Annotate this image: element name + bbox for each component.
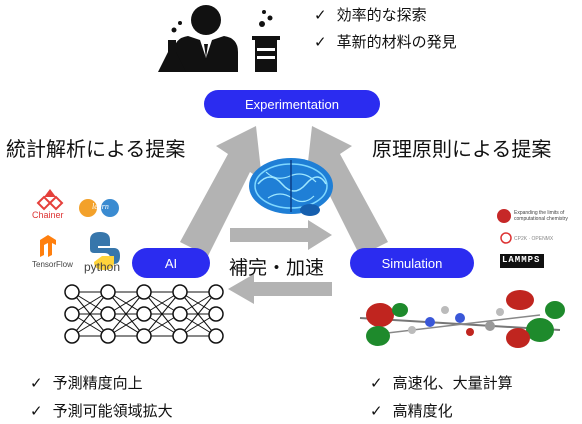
nn-node-0-2	[64, 328, 80, 344]
nn-node-3-0	[172, 284, 188, 300]
beaker-icon	[252, 10, 280, 72]
research-logo-2: CP2K · OPENMX	[500, 232, 554, 244]
center-edge-label: 補完・加速	[229, 257, 325, 279]
lammps-label: LAMMPS	[502, 255, 541, 265]
python-label: python	[84, 260, 121, 274]
top-bullet-1: ✓効率的な探索	[314, 6, 427, 24]
left-edge-label: 統計解析による提案	[6, 137, 186, 161]
nn-node-1-2	[100, 328, 116, 344]
brain-icon	[249, 158, 333, 216]
nn-node-4-0	[208, 284, 224, 300]
chainer-logo	[36, 189, 64, 211]
nn-node-2-2	[136, 328, 152, 344]
arrow-ai-to-experimentation	[180, 126, 262, 256]
tensorflow-label: TensorFlow	[32, 260, 73, 269]
nn-node-0-0	[64, 284, 80, 300]
ai-node: AI	[132, 248, 210, 278]
ai-bullet-1: ✓予測精度向上	[30, 374, 143, 392]
experimentation-node: Experimentation	[204, 90, 380, 118]
lammps-logo	[500, 254, 544, 268]
simulation-node: Simulation	[350, 248, 474, 278]
research-logo-1: Expanding the limits of computational ch…	[497, 209, 568, 223]
ai-bullet-2: ✓予測可能領域拡大	[30, 402, 173, 420]
nn-node-1-1	[100, 306, 116, 322]
top-bullet-2: ✓革新的材料の発見	[314, 33, 457, 51]
nn-node-0-1	[64, 306, 80, 322]
arrow-simulation-to-experimentation	[306, 126, 388, 256]
python-logo	[90, 232, 120, 270]
nn-node-4-2	[208, 328, 224, 344]
nn-node-2-1	[136, 306, 152, 322]
tensorflow-logo	[40, 235, 56, 257]
svg-text:computational chemistry: computational chemistry	[514, 216, 568, 222]
sim-bullet-2: ✓高精度化	[370, 402, 453, 420]
arrow-simulation-to-ai	[228, 274, 332, 304]
svg-text:CP2K · OPENMX: CP2K · OPENMX	[514, 236, 554, 242]
nn-node-4-1	[208, 306, 224, 322]
neural-network-diagram	[64, 284, 224, 344]
learn-label: learn	[92, 202, 109, 211]
sim-bullet-1: ✓高速化、大量計算	[370, 374, 513, 392]
right-edge-label: 原理原則による提案	[372, 137, 552, 161]
chainer-label: Chainer	[32, 210, 64, 220]
scikit-learn-logo	[79, 199, 119, 217]
arrow-ai-to-simulation	[230, 220, 332, 250]
scientist-icon	[158, 5, 238, 72]
nn-node-1-0	[100, 284, 116, 300]
nn-node-3-2	[172, 328, 188, 344]
nn-node-2-0	[136, 284, 152, 300]
molecule-image	[359, 290, 565, 348]
svg-text:Expanding the limits of: Expanding the limits of	[514, 210, 565, 216]
nn-node-3-1	[172, 306, 188, 322]
